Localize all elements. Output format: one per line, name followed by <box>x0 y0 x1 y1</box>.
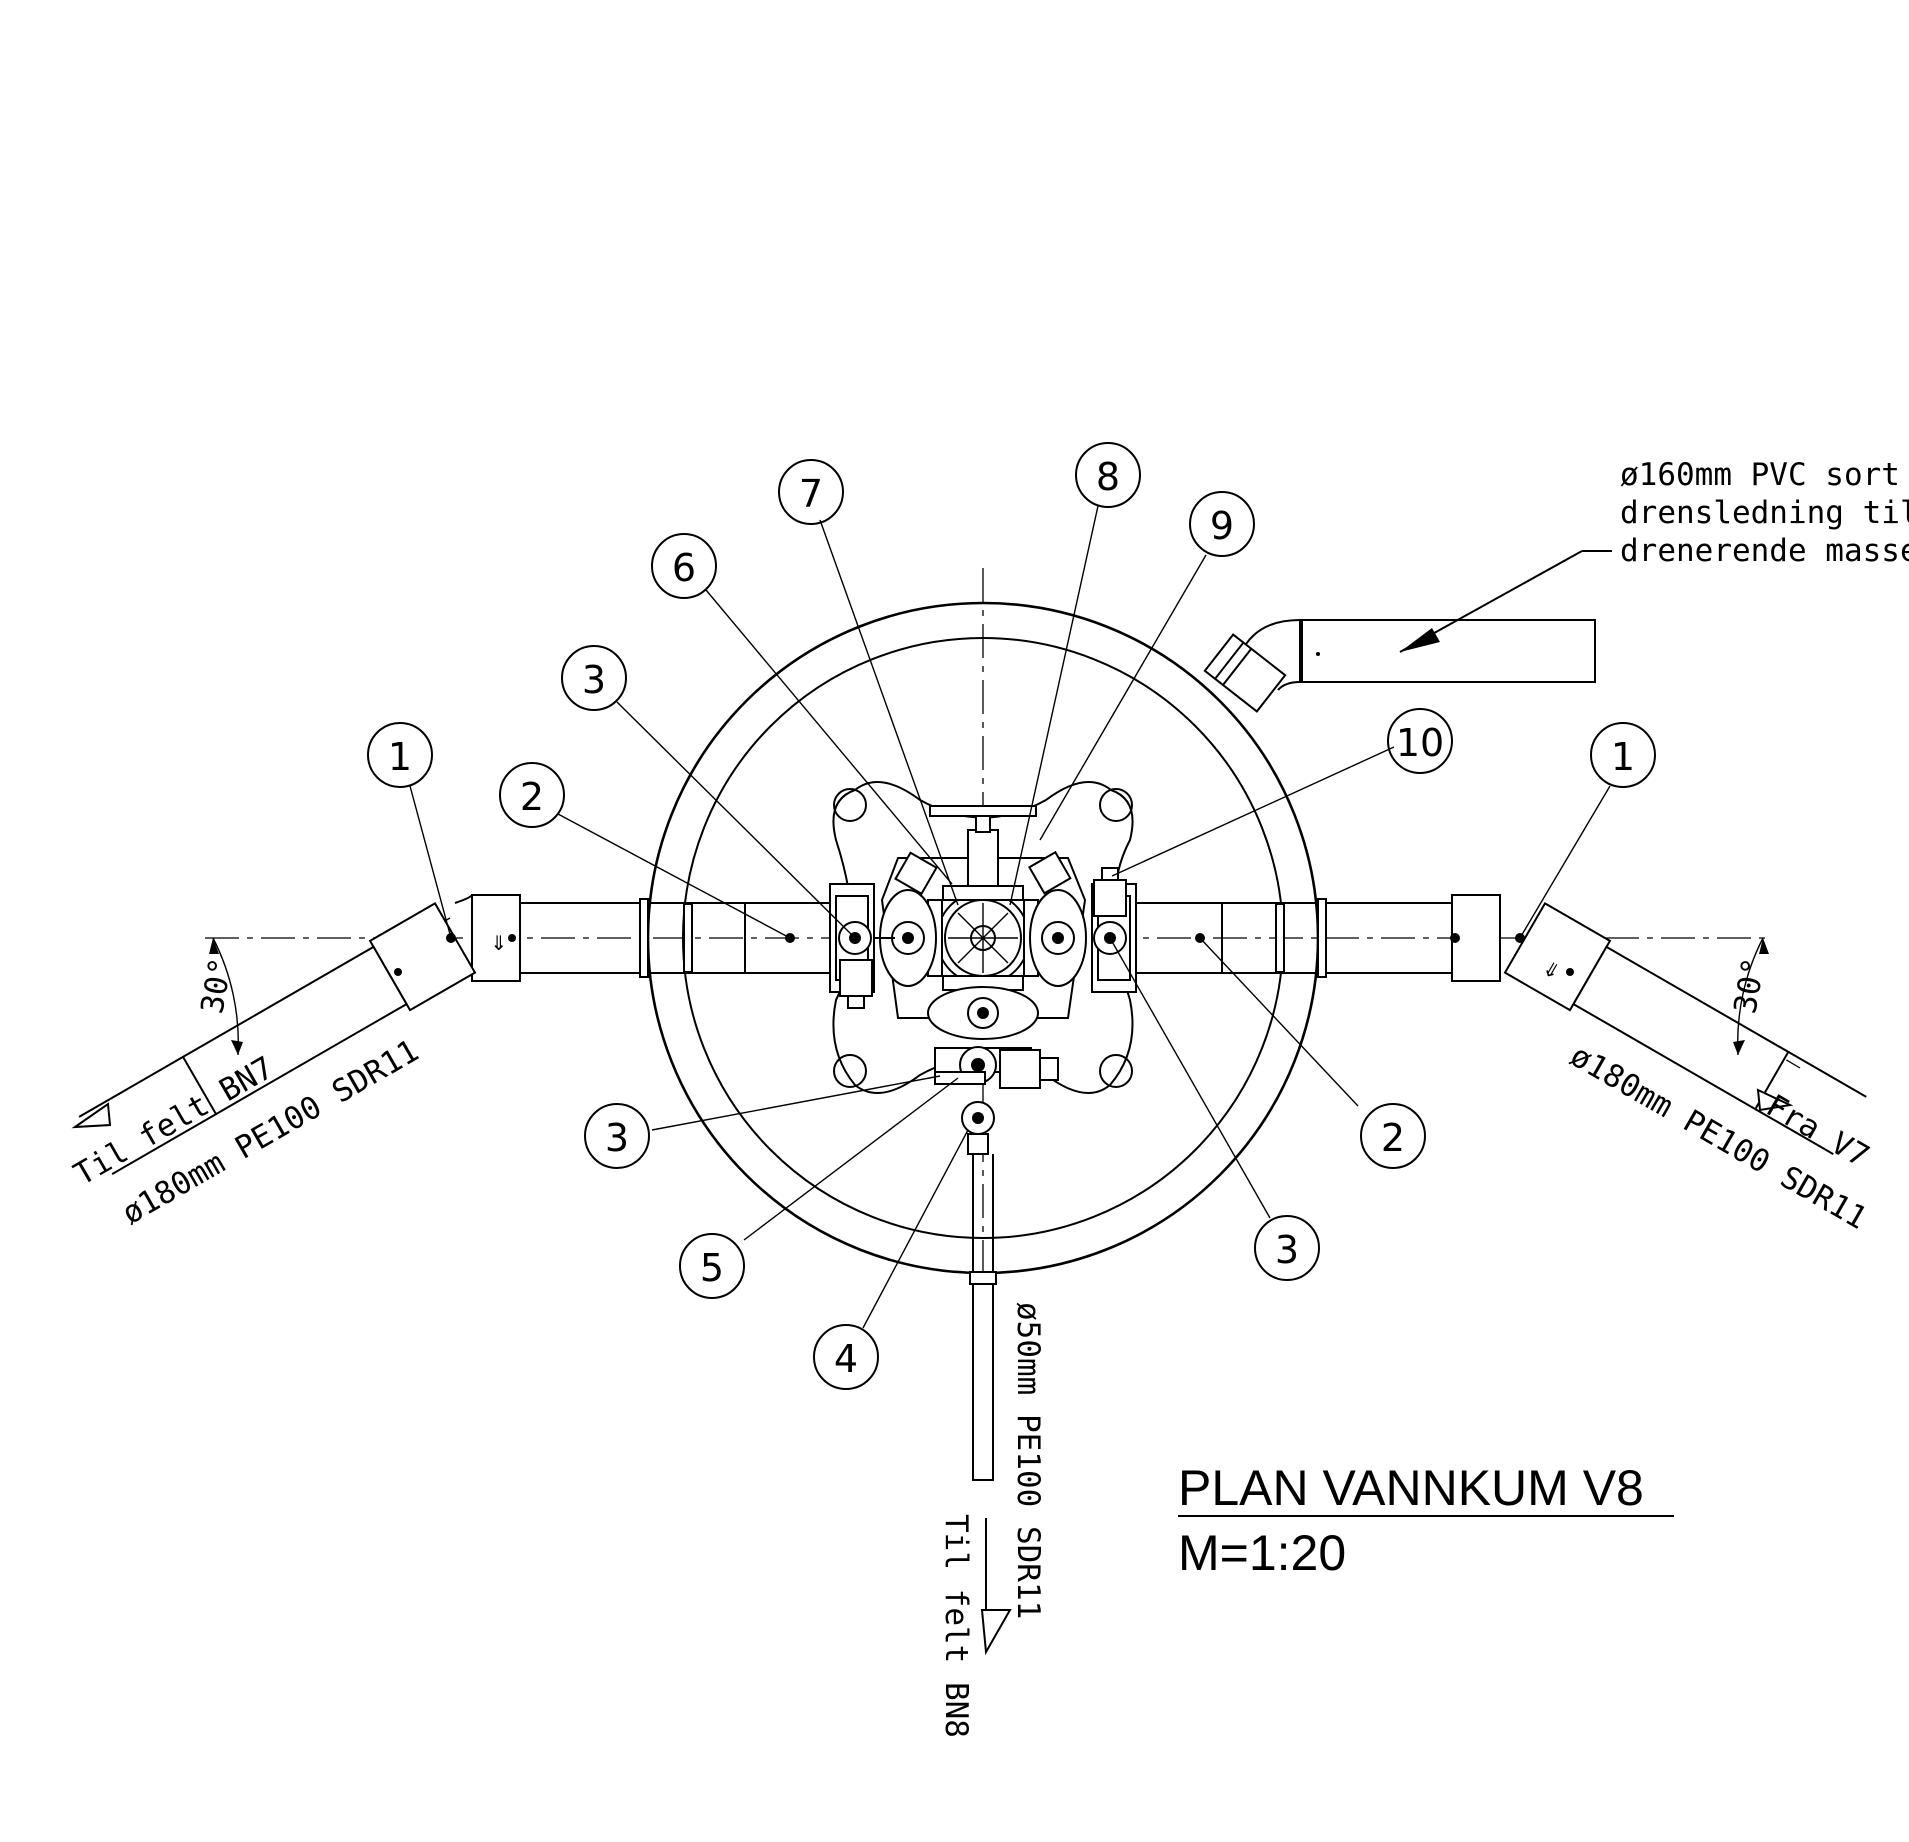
callout-1-right: 1 <box>1590 722 1656 788</box>
svg-text:3: 3 <box>582 658 606 702</box>
callout-3-lower-left: 3 <box>584 1103 650 1169</box>
callout-2-right: 2 <box>1360 1103 1426 1169</box>
angle-label-left: 30° <box>194 955 239 1016</box>
svg-text:2: 2 <box>1381 1116 1405 1160</box>
left-angled-pipe <box>78 901 477 1175</box>
callout-5: 5 <box>679 1233 745 1299</box>
callout-balloons: 1 2 3 6 7 8 9 10 1 2 3 3 5 4 <box>367 442 1656 1390</box>
drawing-scale: M=1:20 <box>1178 1525 1346 1581</box>
bottom-pipe-destination: Til felt BN8 <box>938 1514 974 1738</box>
drain-pipe <box>1203 619 1596 713</box>
callout-9: 9 <box>1189 491 1255 557</box>
callout-10: 10 <box>1387 708 1453 774</box>
svg-text:3: 3 <box>1275 1228 1299 1272</box>
callout-6: 6 <box>651 533 717 599</box>
bottom-valves <box>934 1046 1059 1481</box>
svg-text:9: 9 <box>1210 504 1234 548</box>
svg-text:8: 8 <box>1096 455 1120 499</box>
svg-text:1: 1 <box>1611 735 1635 779</box>
right-angled-pipe <box>1503 901 1867 1155</box>
title-block: PLAN VANNKUM V8 M=1:20 <box>1178 1460 1674 1581</box>
drawing-title: PLAN VANNKUM V8 <box>1178 1460 1644 1516</box>
svg-text:3: 3 <box>605 1116 629 1160</box>
leader-lines <box>409 505 1611 1329</box>
callout-7: 7 <box>778 459 844 525</box>
annotations: ø160mm PVC sort drensledning til utløp d… <box>68 457 1909 1738</box>
svg-text:7: 7 <box>799 472 823 516</box>
left-gate-valve <box>829 883 895 1009</box>
callout-4: 4 <box>813 1324 879 1390</box>
direction-markers <box>71 1088 1794 1656</box>
flow-arrow-left: ⇐ <box>486 934 510 951</box>
callout-8: 8 <box>1075 442 1141 508</box>
drain-note-leader <box>1399 550 1612 653</box>
callout-3-upper-left: 3 <box>561 645 627 711</box>
svg-text:10: 10 <box>1396 721 1444 765</box>
callout-2-left: 2 <box>499 762 565 828</box>
bottom-pipe-spec: ø50mm PE100 SDR11 <box>1010 1302 1046 1619</box>
drain-note-line2: drensledning til utløp <box>1620 495 1909 531</box>
drain-note-line1: ø160mm PVC sort <box>1620 457 1900 493</box>
svg-text:2: 2 <box>520 775 544 819</box>
svg-text:1: 1 <box>388 735 412 779</box>
callout-1-left: 1 <box>367 722 433 788</box>
callout-3-lower-right: 3 <box>1254 1215 1320 1281</box>
right-gate-valve <box>1091 867 1137 993</box>
drain-note-line3: drenerende masser <box>1620 533 1909 569</box>
svg-text:6: 6 <box>672 546 696 590</box>
angle-label-right: 30° <box>1727 955 1772 1016</box>
svg-text:4: 4 <box>834 1337 858 1381</box>
svg-text:5: 5 <box>700 1246 724 1290</box>
valve-assembly <box>832 781 1134 1094</box>
angle-dimensions <box>209 937 1769 1056</box>
